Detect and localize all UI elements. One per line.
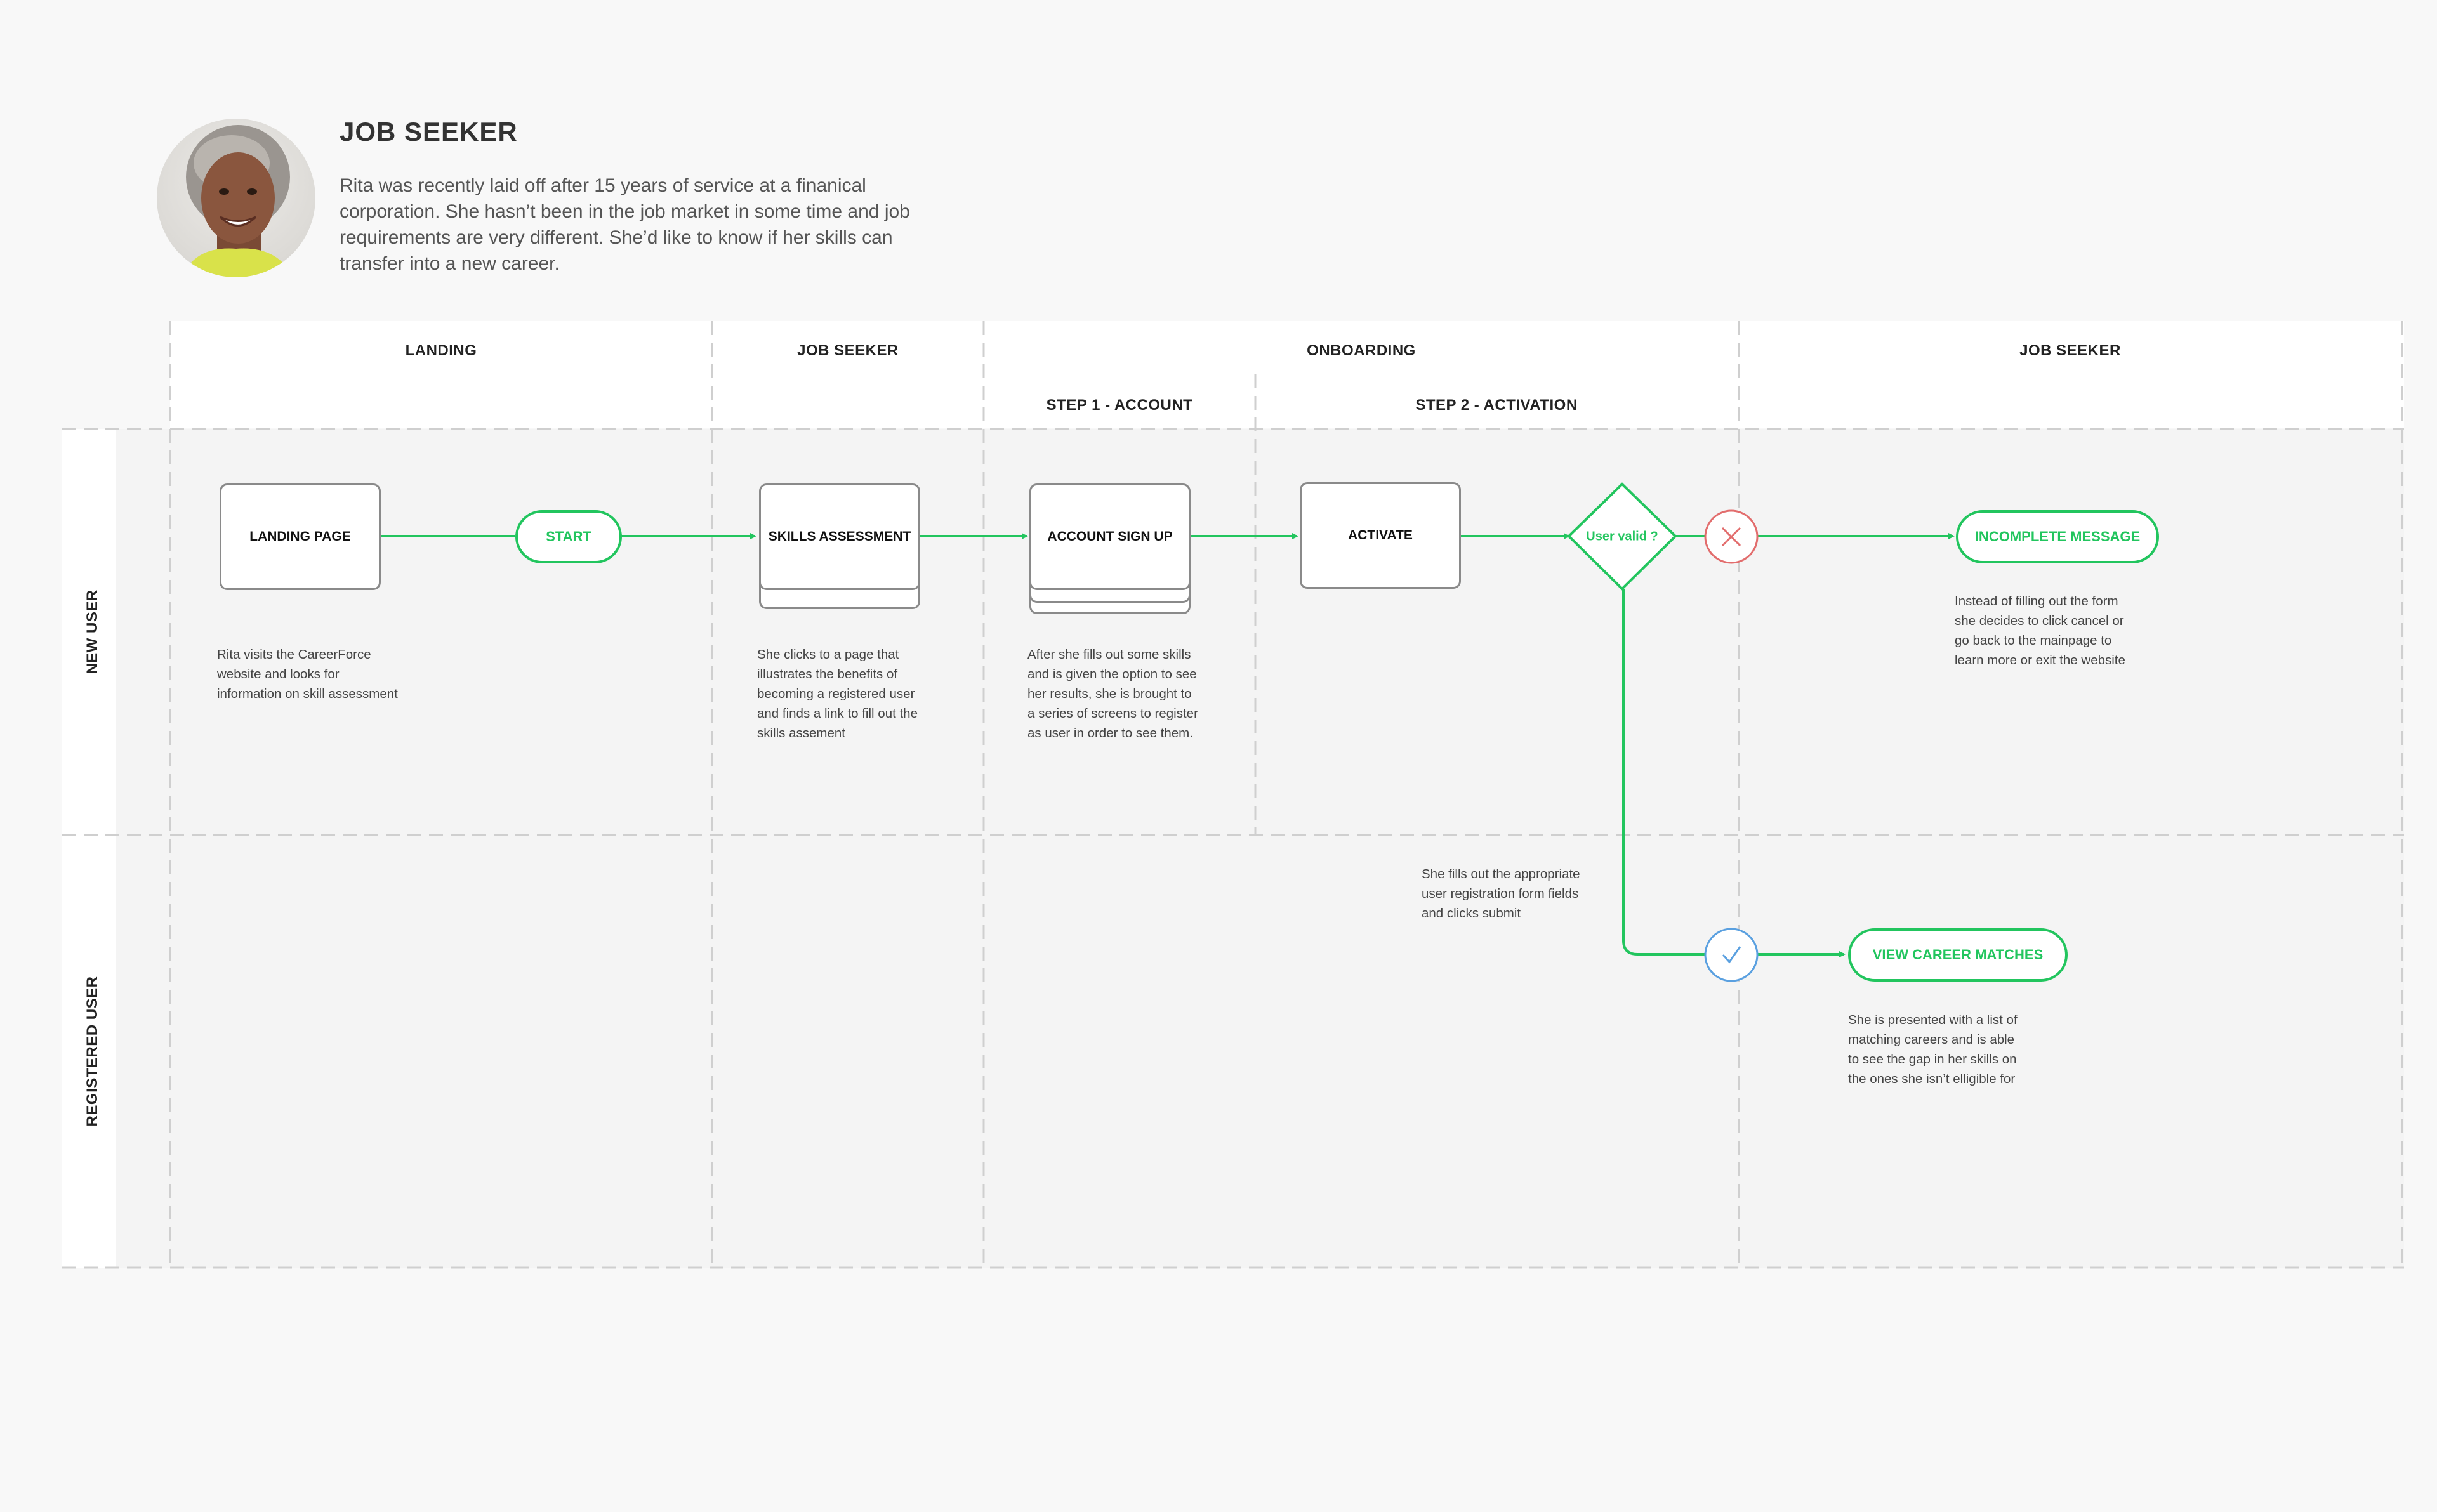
- column-header-band: [170, 321, 2404, 428]
- column-landing: LANDING: [405, 342, 477, 359]
- activate-label: ACTIVATE: [1348, 528, 1413, 542]
- persona-description: Rita was recently laid off after 15 year…: [340, 175, 910, 274]
- activate-node[interactable]: ACTIVATE: [1300, 482, 1461, 589]
- note-skills-assessment: She clicks to a page that illustrates th…: [757, 647, 918, 740]
- incomplete-message-node[interactable]: INCOMPLETE MESSAGE: [1956, 510, 2159, 563]
- persona-avatar: [157, 119, 315, 277]
- landing-page-label: LANDING PAGE: [249, 529, 351, 544]
- new-user-lane: [62, 429, 2404, 835]
- decision-diamond: [1567, 482, 1677, 591]
- account-sign-up-label: ACCOUNT SIGN UP: [1047, 529, 1173, 544]
- note-account-sign-up: After she fills out some skills and is g…: [1027, 647, 1198, 740]
- x-circle-icon: [1704, 509, 1759, 564]
- note-activate: She fills out the appropriate user regis…: [1422, 867, 1580, 921]
- new-user-lane-header: [62, 429, 116, 835]
- check-circle-icon: [1704, 928, 1759, 982]
- registered-user-lane-header: [62, 835, 116, 1268]
- column-step2-activation: STEP 2 - ACTIVATION: [1415, 397, 1578, 414]
- persona-title: JOB SEEKER: [340, 117, 518, 147]
- lane-title-registered-user: REGISTERED USER: [84, 976, 101, 1127]
- incomplete-message-label: INCOMPLETE MESSAGE: [1974, 529, 2141, 544]
- view-career-matches-node[interactable]: VIEW CAREER MATCHES: [1848, 928, 2068, 982]
- account-sign-up-node[interactable]: ACCOUNT SIGN UP: [1029, 483, 1191, 590]
- note-incomplete-message: Instead of filling out the form she deci…: [1955, 594, 2125, 667]
- start-node[interactable]: START: [515, 510, 622, 563]
- skills-assessment-node[interactable]: SKILLS ASSESSMENT: [759, 483, 920, 590]
- column-step1-account: STEP 1 - ACCOUNT: [1046, 397, 1193, 414]
- registered-user-lane: [62, 835, 2404, 1268]
- column-onboarding: ONBOARDING: [1307, 342, 1416, 359]
- view-career-matches-label: VIEW CAREER MATCHES: [1872, 947, 2044, 963]
- column-job-seeker-final: JOB SEEKER: [2019, 342, 2121, 359]
- note-landing: Rita visits the CareerForce website and …: [217, 647, 398, 701]
- skills-assessment-label: SKILLS ASSESSMENT: [768, 529, 911, 544]
- decision-label: User valid ?: [1586, 529, 1658, 544]
- start-label: START: [546, 529, 591, 544]
- landing-page-node[interactable]: LANDING PAGE: [220, 483, 381, 590]
- note-view-career-matches: She is presented with a list of matching…: [1848, 1013, 2018, 1086]
- lane-title-new-user: NEW USER: [84, 589, 101, 674]
- column-job-seeker: JOB SEEKER: [797, 342, 899, 359]
